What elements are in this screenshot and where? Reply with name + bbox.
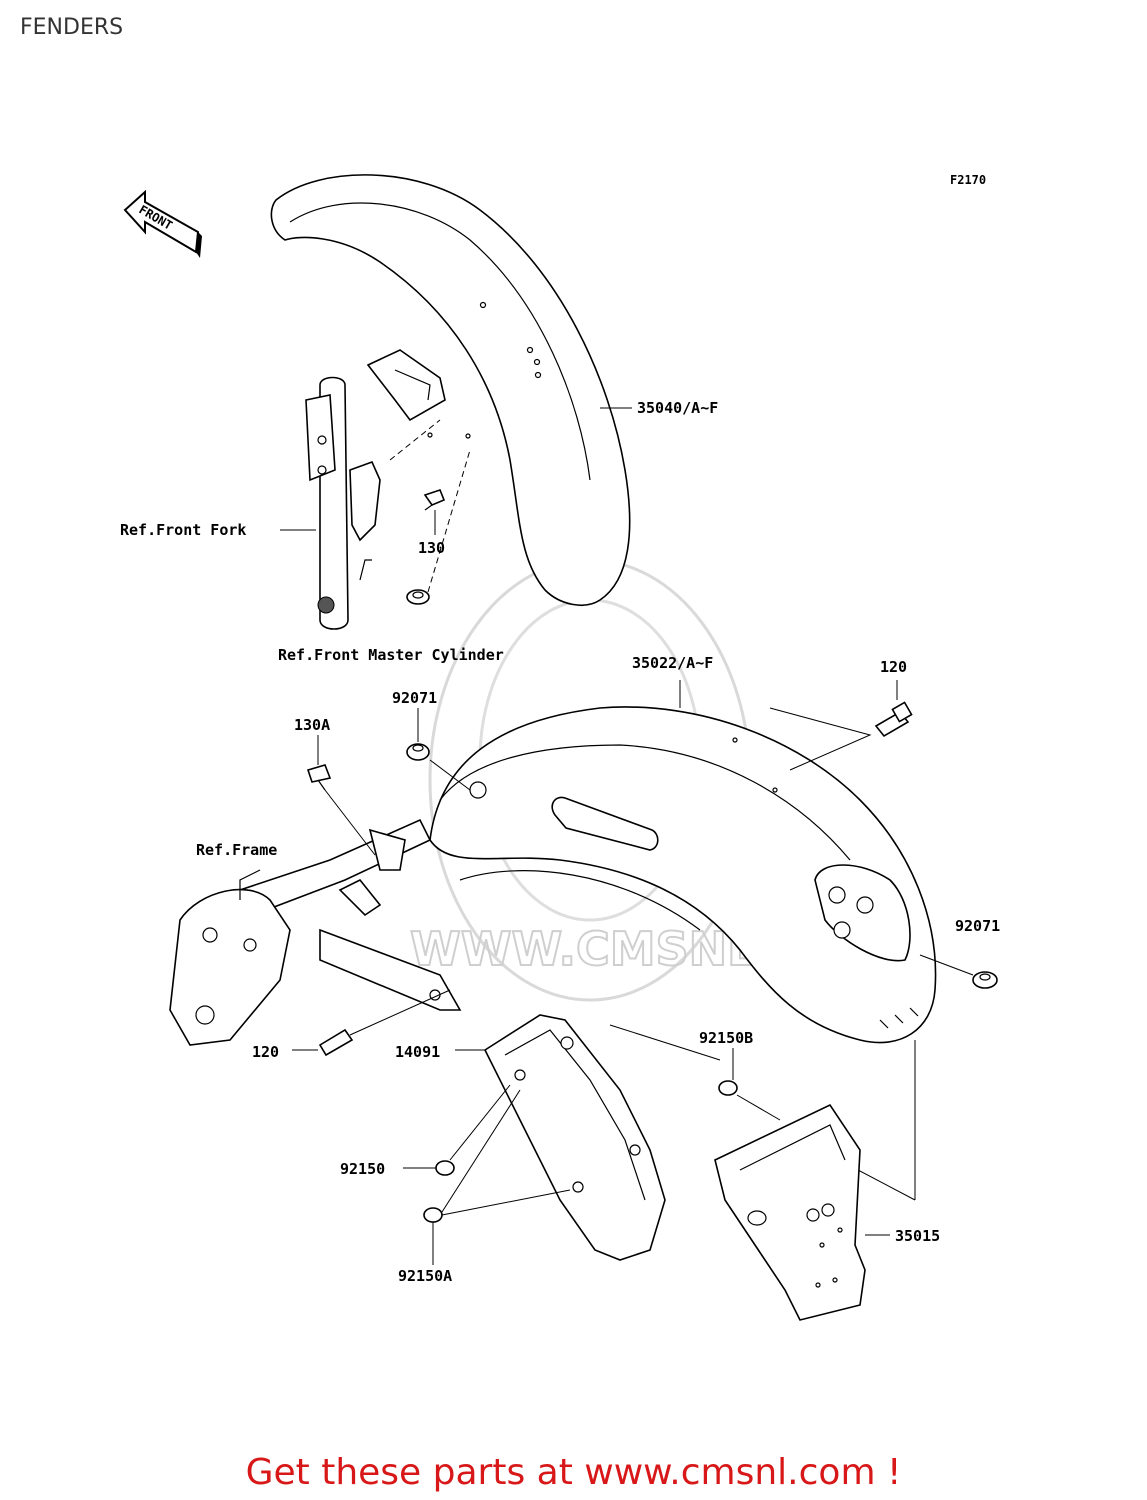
washer-92071-top — [406, 708, 471, 791]
label-120-bottom: 120 — [252, 1043, 279, 1061]
label-35015: 35015 — [895, 1227, 940, 1245]
label-92071-top: 92071 — [392, 689, 437, 707]
label-14091: 14091 — [395, 1043, 440, 1061]
washer-92071-right — [919, 954, 998, 989]
screw-92150 — [403, 1084, 511, 1176]
label-35040: 35040/A~F — [637, 399, 718, 417]
label-130a: 130A — [294, 716, 330, 734]
master-cylinder-ref — [406, 449, 471, 605]
label-92150b: 92150B — [699, 1029, 753, 1047]
mudguard-14091 — [455, 1014, 666, 1261]
label-130: 130 — [418, 539, 445, 557]
leader-120-fender — [769, 707, 872, 771]
label-ref-front-fork: Ref.Front Fork — [120, 521, 246, 539]
front-fender-35040 — [270, 174, 631, 606]
label-35022: 35022/A~F — [632, 654, 713, 672]
label-ref-frame: Ref.Frame — [196, 841, 277, 859]
label-92071-right: 92071 — [955, 917, 1000, 935]
screw-92150a — [423, 1089, 571, 1265]
footer-link[interactable]: Get these parts at www.cmsnl.com ! — [245, 1452, 902, 1493]
front-fork-ref — [305, 376, 441, 630]
label-120-top: 120 — [880, 658, 907, 676]
bolt-120-bottom — [292, 989, 451, 1057]
front-arrow-icon: FRONT — [123, 189, 202, 258]
rear-fender-35022 — [429, 706, 937, 1044]
license-bracket-35015 — [714, 1103, 890, 1321]
label-92150: 92150 — [340, 1160, 385, 1178]
bolt-130a — [306, 735, 376, 856]
screw-92150b — [718, 1048, 781, 1121]
figure-code: F2170 — [950, 173, 986, 187]
bolt-130 — [423, 489, 446, 535]
frame-ref — [169, 818, 462, 1046]
page-title: FENDERS — [20, 15, 124, 40]
label-92150a: 92150A — [398, 1267, 452, 1285]
bolt-120-top — [874, 680, 913, 738]
label-ref-master-cylinder: Ref.Front Master Cylinder — [278, 646, 504, 664]
